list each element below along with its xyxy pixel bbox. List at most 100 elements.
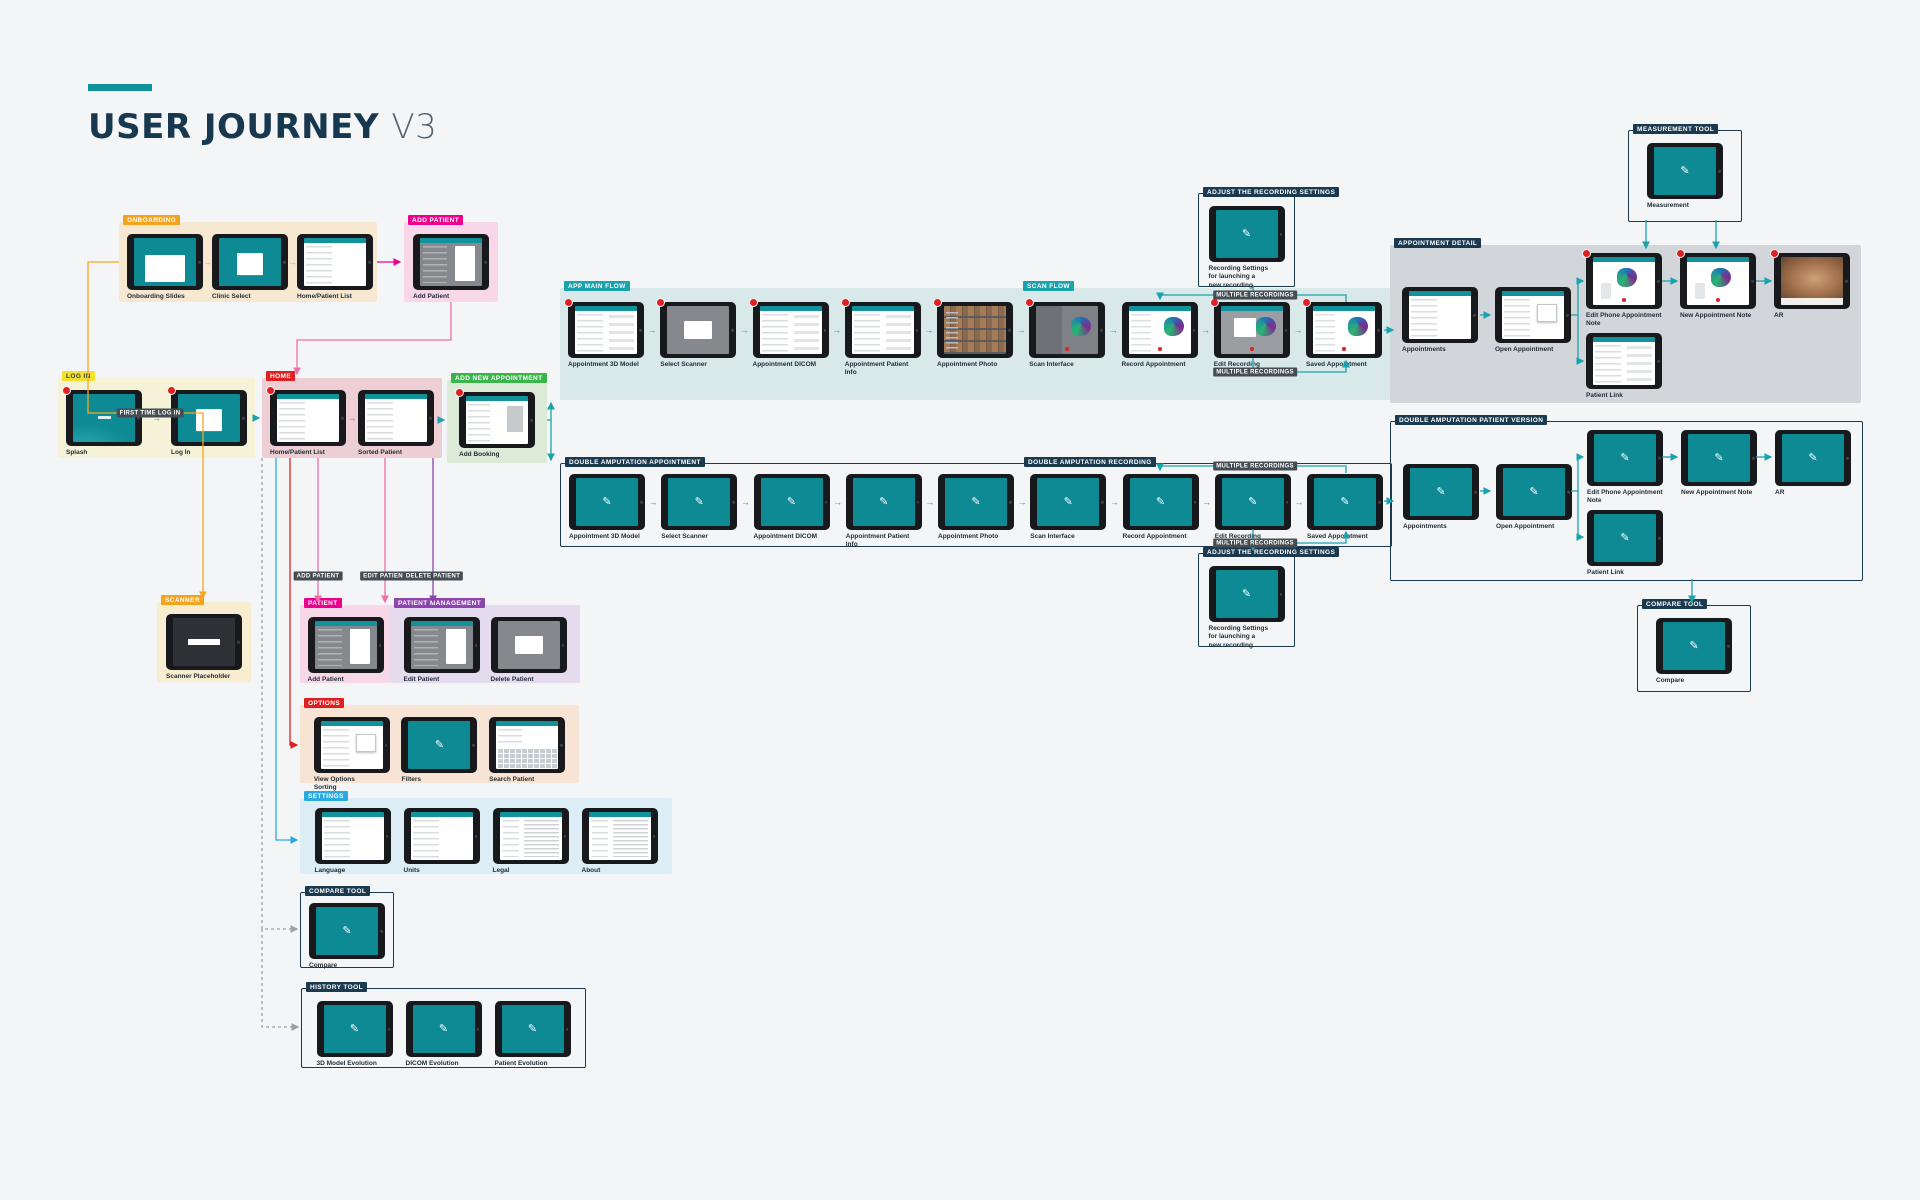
screen-thumbnail-record-appointment[interactable] bbox=[1121, 302, 1198, 358]
screen-caption: Measurement bbox=[1647, 202, 1689, 209]
screen-caption: Compare bbox=[309, 962, 338, 969]
screen-thumbnail-compare[interactable]: ✎ bbox=[1656, 618, 1732, 674]
screen-thumbnail-3d-model-evolution[interactable]: ✎ bbox=[316, 1001, 393, 1057]
screen-thumbnail-about[interactable] bbox=[581, 808, 658, 864]
screen-thumbnail-scan-interface[interactable] bbox=[1025, 298, 1106, 358]
screen-thumbnail-compare[interactable]: ✎ bbox=[309, 903, 385, 959]
patient-badge: PATIENT bbox=[304, 598, 342, 608]
screen-caption: Log In bbox=[171, 449, 191, 456]
screen-thumbnail-splash[interactable] bbox=[62, 386, 142, 446]
screen-thumbnail-saved-appointment[interactable]: ✎ bbox=[1307, 474, 1383, 530]
screen-thumbnail-new-appointment-note[interactable]: ✎ bbox=[1681, 430, 1757, 486]
screen-thumbnail-dicom-evolution[interactable]: ✎ bbox=[405, 1001, 482, 1057]
screen-thumbnail-delete-patient[interactable] bbox=[490, 617, 567, 673]
title-accent-bar bbox=[88, 84, 152, 91]
screen-thumbnail-edit-phone-appointment-note[interactable] bbox=[1582, 249, 1662, 309]
screen-preview: ✎ bbox=[760, 478, 823, 526]
screen-thumbnail-view-options[interactable] bbox=[313, 717, 390, 773]
screen-thumbnail-record-appointment[interactable]: ✎ bbox=[1122, 474, 1199, 530]
screen-thumbnail-edit-phone-appointment-note[interactable]: ✎ bbox=[1587, 430, 1663, 486]
screen-thumbnail-appointment-3d-model[interactable] bbox=[564, 298, 644, 358]
screen-thumbnail-ar[interactable] bbox=[1770, 249, 1850, 309]
limb-scan-3d-icon bbox=[1071, 317, 1092, 336]
connector-label: FIRST TIME LOG IN bbox=[116, 408, 184, 418]
screen-thumbnail-appointment-patient-info[interactable] bbox=[840, 298, 921, 358]
onboarding-badge: ONBOARDING bbox=[123, 215, 181, 225]
screen-thumbnail-edit-recording-appointment[interactable] bbox=[1209, 298, 1290, 358]
screen-thumbnail-patient-evolution[interactable]: ✎ bbox=[494, 1001, 571, 1057]
screen-thumbnail-appointments[interactable]: ✎ bbox=[1403, 464, 1479, 520]
screen-thumbnail-measurement[interactable]: ✎ bbox=[1647, 143, 1723, 199]
screen-thumbnail-saved-appointment[interactable] bbox=[1302, 298, 1382, 358]
screen-thumbnail-new-appointment-note[interactable] bbox=[1676, 249, 1756, 309]
screen-thumbnail-log-in[interactable] bbox=[167, 386, 247, 446]
screen-thumbnail-clinic-select[interactable] bbox=[212, 234, 288, 290]
screen-language: Language bbox=[314, 808, 391, 875]
measurement-tool-screens: ✎ Measurement bbox=[1629, 131, 1741, 221]
screen-thumbnail-add-patient[interactable] bbox=[307, 617, 384, 673]
comment-pin-icon bbox=[1676, 249, 1685, 258]
screen-thumbnail-add-booking[interactable] bbox=[455, 388, 535, 448]
screen-thumbnail-appointment-dicom[interactable] bbox=[748, 298, 829, 358]
comment-pin-icon bbox=[1582, 249, 1591, 258]
screen-thumbnail-appointment-dicom[interactable]: ✎ bbox=[753, 474, 830, 530]
screen-thumbnail-onboarding-slides[interactable] bbox=[127, 234, 203, 290]
screen-thumbnail-language[interactable] bbox=[314, 808, 391, 864]
screen-thumbnail-edit-patient[interactable] bbox=[403, 617, 480, 673]
screen-preview bbox=[667, 306, 730, 354]
screen-thumbnail-search-patient[interactable] bbox=[489, 717, 566, 773]
screen-preview: ✎ bbox=[323, 1005, 386, 1053]
screen-thumbnail-edit-recording-appointment[interactable]: ✎ bbox=[1214, 474, 1291, 530]
screen-thumbnail-appointment-3d-model[interactable]: ✎ bbox=[569, 474, 645, 530]
edit-pencil-icon: ✎ bbox=[342, 924, 352, 937]
screen-caption: Units bbox=[403, 867, 420, 874]
screen-measurement: ✎ Measurement bbox=[1647, 143, 1723, 210]
screen-thumbnail-appointments[interactable] bbox=[1402, 287, 1478, 343]
screen-preview: ✎ bbox=[1782, 434, 1844, 482]
screen-view-options: View OptionsSortingLog Off bbox=[313, 717, 390, 801]
screen-thumbnail-units[interactable] bbox=[403, 808, 480, 864]
screen-saved-appointment: ✎Saved Appointment bbox=[1307, 474, 1383, 541]
screen-caption: Appointments bbox=[1402, 346, 1446, 353]
screen-preview bbox=[588, 812, 651, 860]
screen-thumbnail-recording-settings[interactable]: ✎ bbox=[1208, 566, 1285, 622]
screen-thumbnail-appointment-patient-info[interactable]: ✎ bbox=[845, 474, 922, 530]
screen-thumbnail-sorted-patient[interactable] bbox=[358, 390, 434, 446]
screen-thumbnail-ar[interactable]: ✎ bbox=[1775, 430, 1851, 486]
screen-thumbnail-select-scanner[interactable] bbox=[656, 298, 737, 358]
screen-thumbnail-legal[interactable] bbox=[492, 808, 569, 864]
screen-thumbnail-appointment-photo[interactable]: ✎ bbox=[938, 474, 1014, 530]
screen-thumbnail-recording-settings[interactable]: ✎ bbox=[1208, 206, 1285, 262]
screen-thumbnail-patient-link[interactable] bbox=[1586, 333, 1662, 389]
double-amputation-flow-screens: ✎Appointment 3D Model→✎Select Scanner→✎A… bbox=[561, 464, 1391, 548]
record-dot-icon bbox=[1249, 347, 1254, 351]
screen-caption: Scan Interface bbox=[1030, 533, 1075, 540]
screen-thumbnail-appointment-photo[interactable] bbox=[933, 298, 1013, 358]
screen-preview bbox=[759, 306, 822, 354]
screen-delete-patient: Delete Patient bbox=[490, 617, 567, 684]
edit-pencil-icon: ✎ bbox=[1241, 587, 1252, 600]
flow-arrow-icon: → bbox=[1108, 325, 1118, 335]
screen-caption: Scanner Placeholder bbox=[166, 673, 231, 680]
record-dot-icon bbox=[1157, 347, 1162, 351]
edit-pencil-icon: ✎ bbox=[1680, 164, 1690, 177]
screen-thumbnail-home-patient-list[interactable] bbox=[297, 234, 373, 290]
screen-thumbnail-open-appointment[interactable] bbox=[1495, 287, 1571, 343]
screen-thumbnail-filters[interactable]: ✎ bbox=[401, 717, 478, 773]
screen-thumbnail-patient-link[interactable]: ✎ bbox=[1587, 510, 1663, 566]
connector-label: MULTIPLE RECORDINGS bbox=[1213, 367, 1297, 377]
screen-thumbnail-home-patient-list[interactable] bbox=[266, 386, 346, 446]
screen-thumbnail-scanner-placeholder[interactable] bbox=[166, 614, 242, 670]
flow-arrow-icon: → bbox=[1294, 497, 1304, 507]
screen-patient-link: ✎Patient Link bbox=[1587, 510, 1663, 577]
screen-thumbnail-scan-interface[interactable]: ✎ bbox=[1030, 474, 1107, 530]
record-dot-icon bbox=[1622, 298, 1626, 302]
screen-thumbnail-add-patient[interactable] bbox=[413, 234, 489, 290]
screen-thumbnail-select-scanner[interactable]: ✎ bbox=[661, 474, 738, 530]
screen-thumbnail-open-appointment[interactable]: ✎ bbox=[1496, 464, 1572, 520]
comment-pin-icon bbox=[840, 298, 850, 307]
scanner-screens: Scanner Placeholder bbox=[157, 602, 251, 682]
